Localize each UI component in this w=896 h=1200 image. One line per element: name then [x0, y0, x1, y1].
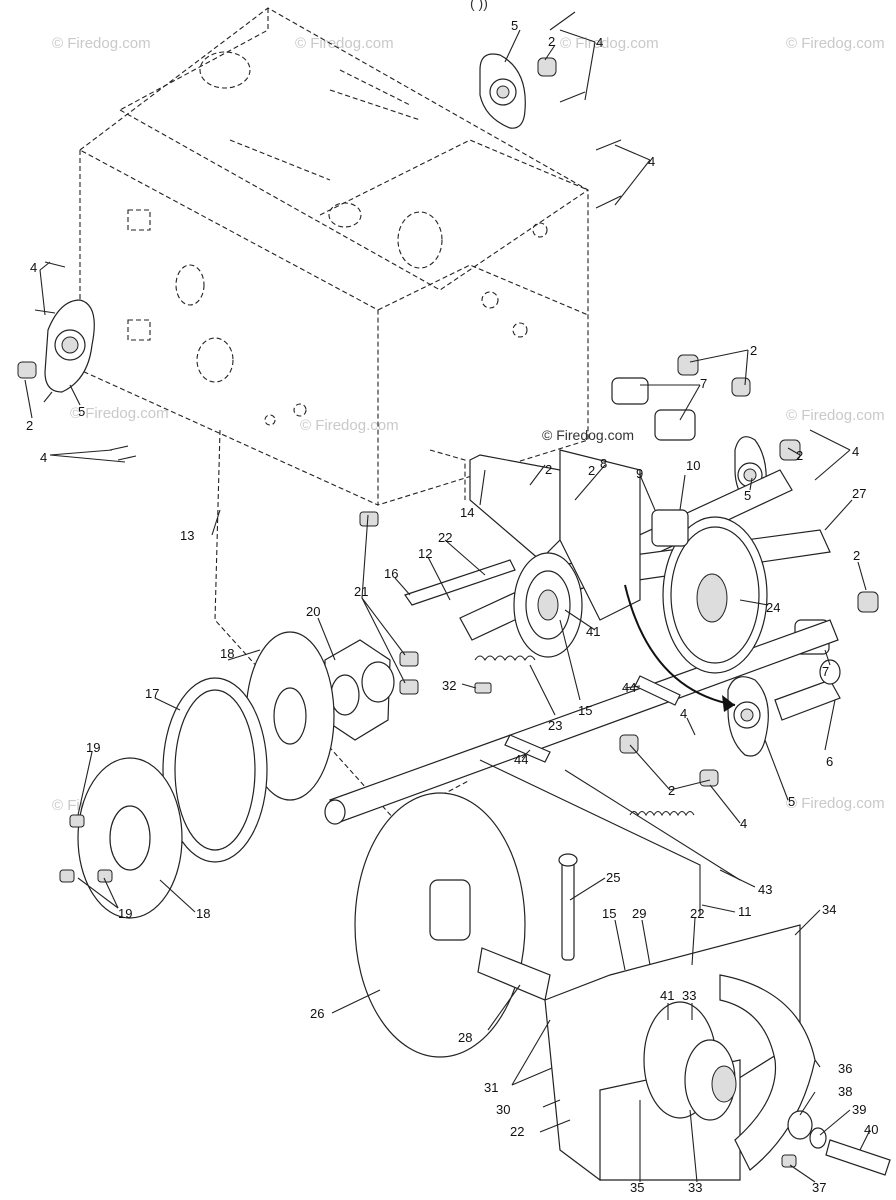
- callout-label: 2: [588, 463, 595, 478]
- assembly-arrow: [624, 584, 736, 706]
- callout-label: 19: [118, 906, 132, 921]
- callout-label: 43: [758, 882, 772, 897]
- callout-label: 19: [86, 740, 100, 755]
- callout-label: 18: [196, 906, 210, 921]
- callout-label: 12: [418, 546, 432, 561]
- watermark: © Firedog.com: [295, 35, 394, 52]
- callout-label: 17: [145, 686, 159, 701]
- watermark: © Firedog.com: [786, 407, 885, 424]
- callout-label: 6: [826, 754, 833, 769]
- callout-label: 22: [438, 530, 452, 545]
- watermark: © Firedog.com: [300, 417, 399, 434]
- callout-label: 26: [310, 1006, 324, 1021]
- callout-label: 5: [788, 794, 795, 809]
- callout-label: 4: [596, 35, 603, 50]
- callout-label: 40: [864, 1122, 878, 1137]
- callout-label: 5: [511, 18, 518, 33]
- lower-right-bearing-flange: [619, 659, 841, 787]
- callout-label: 2: [853, 548, 860, 563]
- callout-label: 20: [306, 604, 320, 619]
- callout-label: 22: [510, 1124, 524, 1139]
- watermark: © Firedog.com: [786, 35, 885, 52]
- callout-label: 5: [78, 404, 85, 419]
- spring: [474, 655, 536, 662]
- gear-bracket: [469, 449, 641, 621]
- callout-label: 35: [630, 1180, 644, 1195]
- callout-label: 2: [796, 448, 803, 463]
- header-fragment: ( )): [470, 0, 488, 11]
- callout-labels: 5 2 4 4 4 2 5 2 4 2 7 2 4 8 2 9 10 5 14 …: [26, 18, 878, 1195]
- watermark: © Firedog.com: [70, 405, 169, 422]
- drive-disc: [354, 792, 526, 1058]
- pivot-pin: [558, 853, 578, 961]
- callout-label: 10: [686, 458, 700, 473]
- callout-label: 18: [220, 646, 234, 661]
- hex-hub: [324, 511, 419, 741]
- callout-label: 25: [606, 870, 620, 885]
- shift-lever: [404, 559, 516, 606]
- watermark: © Firedog.com: [786, 795, 885, 812]
- callout-label: 27: [852, 486, 866, 501]
- callout-label: 4: [740, 816, 747, 831]
- callout-label: 15: [602, 906, 616, 921]
- callout-label: 44: [514, 752, 528, 767]
- callout-label: 2: [548, 34, 555, 49]
- callout-label: 28: [458, 1030, 472, 1045]
- callout-label: 44: [622, 680, 636, 695]
- callout-label: 41: [586, 624, 600, 639]
- leader-lines: [24, 29, 871, 1183]
- top-bearing-flange: [479, 11, 622, 209]
- callout-label: 24: [766, 600, 780, 615]
- callout-label: 36: [838, 1061, 852, 1076]
- callout-label: 2: [668, 783, 675, 798]
- callout-label: 14: [460, 505, 474, 520]
- pinion-gear: [651, 509, 689, 547]
- backing-plate: [245, 631, 335, 801]
- callout-label: 7: [700, 376, 707, 391]
- callout-label: 32: [442, 678, 456, 693]
- front-plate: [59, 757, 183, 919]
- callout-label: 8: [600, 456, 607, 471]
- callout-label: 7: [822, 664, 829, 679]
- callout-label: 22: [690, 906, 704, 921]
- callout-label: 2: [750, 343, 757, 358]
- callout-label: 4: [30, 260, 37, 275]
- callout-label: 37: [812, 1180, 826, 1195]
- callout-label: 16: [384, 566, 398, 581]
- callout-label: 29: [632, 906, 646, 921]
- callout-label: 34: [822, 902, 836, 917]
- callout-label: 30: [496, 1102, 510, 1117]
- callout-label: 21: [354, 584, 368, 599]
- callout-label: 2: [545, 462, 552, 477]
- control-rod: [479, 759, 741, 915]
- callout-label: 4: [852, 444, 859, 459]
- callout-label: 38: [838, 1084, 852, 1099]
- callout-label: 33: [682, 988, 696, 1003]
- lower-bracket: [544, 924, 816, 1181]
- callout-label: 2: [26, 418, 33, 433]
- callout-label: 9: [636, 466, 643, 481]
- callout-label: 33: [688, 1180, 702, 1195]
- watermark: © Firedog.com: [560, 35, 659, 52]
- callout-label: 13: [180, 528, 194, 543]
- left-bearing-flange: [17, 261, 137, 461]
- friction-wheel: [513, 552, 583, 658]
- keys: [474, 675, 681, 763]
- callout-label: 23: [548, 718, 562, 733]
- callout-label: 4: [648, 154, 655, 169]
- bolt-stack: [781, 1110, 891, 1176]
- watermark: © Firedog.com: [52, 35, 151, 52]
- callout-label: 41: [660, 988, 674, 1003]
- callout-label: 31: [484, 1080, 498, 1095]
- callout-label: 5: [744, 488, 751, 503]
- callout-label: 11: [738, 904, 752, 919]
- callout-label: 39: [852, 1102, 866, 1117]
- assembly-arrow-head: [722, 695, 735, 712]
- large-gear: [662, 516, 768, 674]
- friction-ring: [162, 677, 268, 863]
- callout-label: 4: [40, 450, 47, 465]
- callout-label: 15: [578, 703, 592, 718]
- callout-label: 4: [680, 706, 687, 721]
